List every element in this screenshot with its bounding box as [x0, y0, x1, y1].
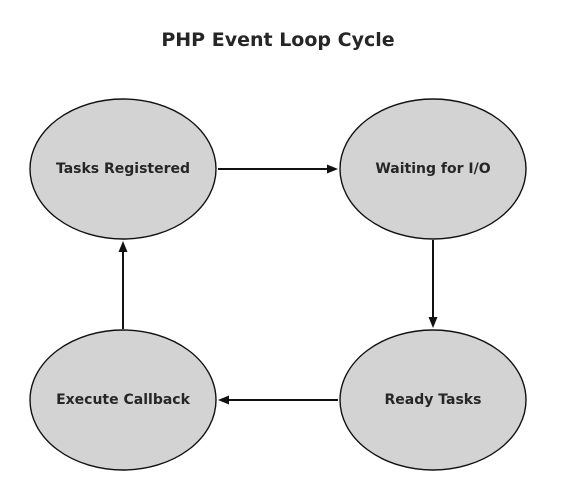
node-waiting-for-io: Waiting for I/O	[339, 98, 527, 240]
arrow-head	[118, 241, 128, 252]
edge-tasks-registered-to-waiting-for-io	[218, 164, 338, 174]
node-label: Execute Callback	[56, 392, 191, 408]
node-label: Tasks Registered	[56, 161, 190, 177]
node-label: Ready Tasks	[385, 392, 482, 408]
arrow-head	[218, 395, 229, 405]
node-label: Waiting for I/O	[375, 161, 490, 177]
node-shape	[29, 329, 217, 471]
edge-execute-callback-to-tasks-registered	[118, 241, 128, 329]
diagram-title: PHP Event Loop Cycle	[161, 29, 394, 51]
node-shape	[29, 98, 217, 240]
node-ready-tasks: Ready Tasks	[339, 329, 527, 471]
edge-waiting-for-io-to-ready-tasks	[428, 240, 438, 328]
node-execute-callback: Execute Callback	[29, 329, 217, 471]
arrow-head	[428, 317, 438, 328]
node-tasks-registered: Tasks Registered	[29, 98, 217, 240]
node-shape	[339, 98, 527, 240]
arrow-head	[327, 164, 338, 174]
edge-ready-tasks-to-execute-callback	[218, 395, 338, 405]
node-shape	[339, 329, 527, 471]
